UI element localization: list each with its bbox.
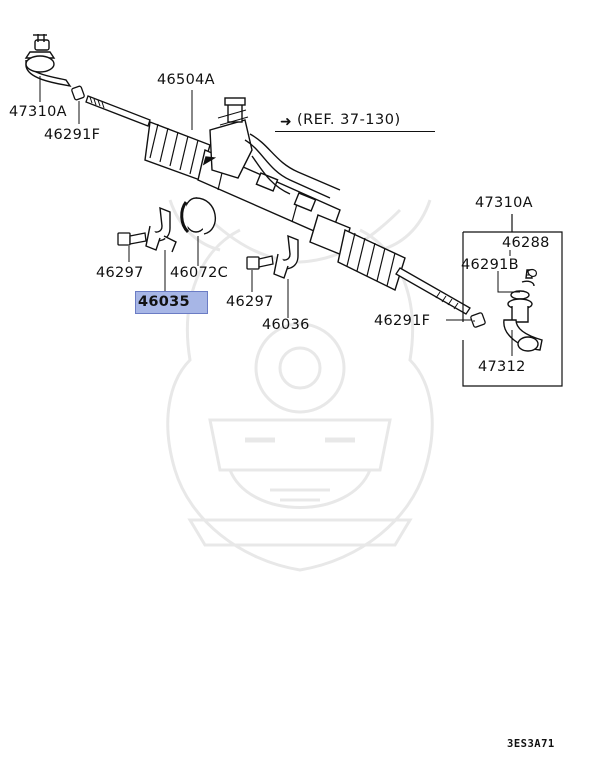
lock-nut-left[interactable] [71,85,85,101]
tie-rod-right [395,267,471,315]
assembly-box [462,214,563,387]
rack-bushing[interactable] [180,197,217,235]
bolt-mid[interactable] [246,255,274,270]
tie-rod-end-right[interactable] [503,269,543,352]
steering-rack-housing[interactable] [144,97,406,291]
label-46035[interactable]: 46035 [138,294,190,310]
samurai-helmet-watermark [166,199,434,572]
reference-underline [275,131,435,132]
label-46297-left[interactable]: 46297 [96,265,144,281]
label-46504a[interactable]: 46504A [157,72,215,88]
label-46291f-left[interactable]: 46291F [44,127,101,143]
tie-rod-end-left[interactable] [24,34,72,88]
label-46291b[interactable]: 46291B [461,257,519,273]
label-46036[interactable]: 46036 [262,317,310,333]
diagram-code: 3ES3A71 [507,738,555,750]
label-46297-mid[interactable]: 46297 [226,294,274,310]
label-46291f-right[interactable]: 46291F [374,313,431,329]
label-46072c[interactable]: 46072C [170,265,229,281]
selected-part-highlight [135,291,208,314]
label-47310a-right[interactable]: 47310A [475,195,533,211]
label-47310a-left[interactable]: 47310A [9,104,67,120]
clamp-46036[interactable] [273,234,299,279]
reference-text[interactable]: (REF. 37-130) [297,112,401,128]
cotter-pin[interactable] [527,269,537,277]
label-46288[interactable]: 46288 [502,235,550,251]
bolt-left[interactable] [117,232,147,246]
right-arrow-icon: ➜ [280,113,292,129]
lock-nut-right[interactable] [470,312,486,328]
tie-rod-left [85,95,151,127]
label-47312[interactable]: 47312 [478,359,526,375]
clamp-46035[interactable] [145,206,177,253]
